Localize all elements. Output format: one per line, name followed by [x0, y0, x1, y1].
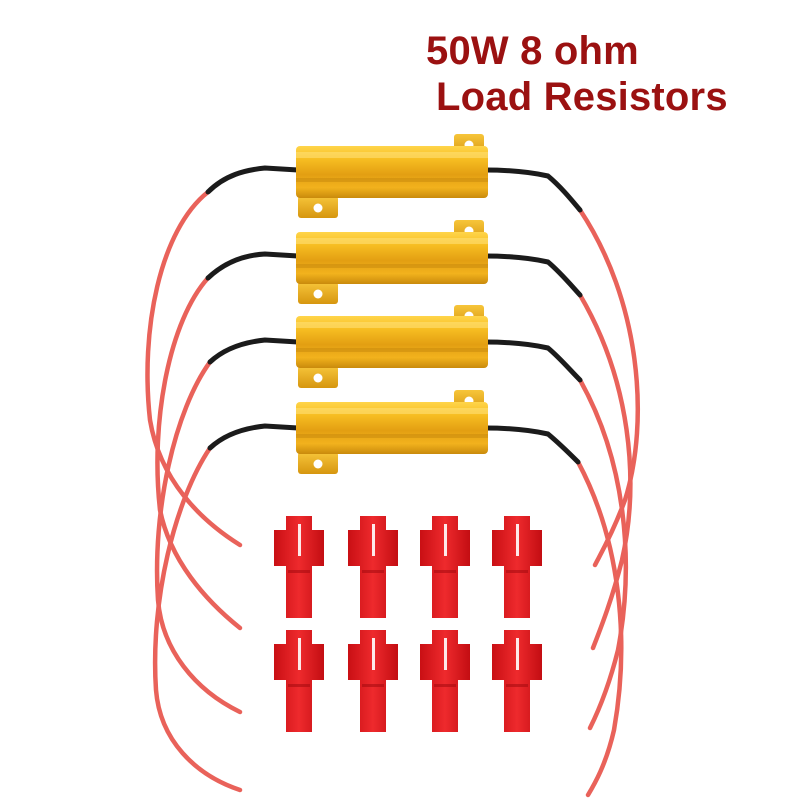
- connector-7: [420, 630, 470, 732]
- resistor-4: [296, 390, 488, 474]
- headline-line-1: 50W 8 ohm: [426, 29, 639, 73]
- connector-3: [420, 516, 470, 618]
- resistor-1: [296, 134, 488, 218]
- resistor-2: [296, 220, 488, 304]
- connector-1: [274, 516, 324, 618]
- black-wires: [205, 165, 583, 465]
- connector-6: [348, 630, 398, 732]
- product-headline: 50W 8 ohm Load Resistors: [400, 28, 796, 120]
- connector-4: [492, 516, 542, 618]
- resistor-3: [296, 305, 488, 388]
- tap-connectors: [274, 516, 542, 732]
- headline-line-2: Load Resistors: [436, 75, 728, 119]
- connector-8: [492, 630, 542, 732]
- red-wires: [145, 189, 641, 798]
- connector-5: [274, 630, 324, 732]
- connector-2: [348, 516, 398, 618]
